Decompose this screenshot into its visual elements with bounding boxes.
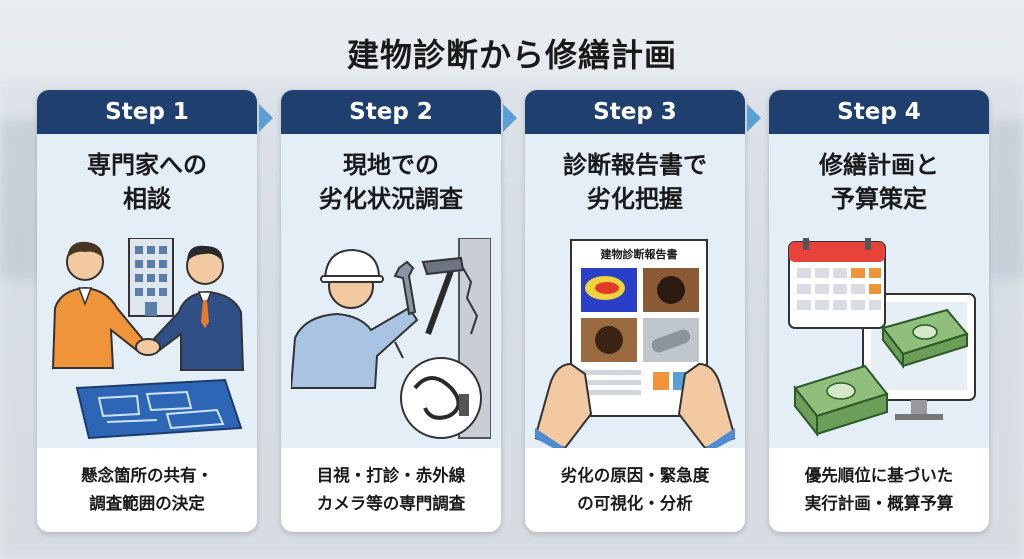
step-description: 優先順位に基づいた 実行計画・概算予算 xyxy=(769,448,989,532)
background-window xyxy=(990,120,1024,280)
step-description: 懸念箇所の共有・ 調査範囲の決定 xyxy=(37,448,257,532)
money-stack-icon xyxy=(881,308,969,369)
page-title: 建物診断から修繕計画 xyxy=(346,36,677,74)
building-icon xyxy=(128,238,174,317)
client-person-icon xyxy=(149,245,245,371)
inspector-person-icon xyxy=(291,248,419,389)
inspection-illustration xyxy=(291,238,491,439)
blueprint-icon xyxy=(75,378,243,440)
step-label: Step 2 xyxy=(281,90,501,134)
handshake-icon xyxy=(135,338,161,356)
step-label: Step 4 xyxy=(769,90,989,134)
report-title: 建物診断報告書 xyxy=(601,247,678,261)
arrow-right-icon xyxy=(503,104,517,132)
wrench-icon xyxy=(393,260,417,316)
step-label: Step 1 xyxy=(37,90,257,134)
arrow-right-icon xyxy=(259,104,273,132)
arrow-right-icon xyxy=(747,104,761,132)
step-description: 劣化の原因・緊急度 の可視化・分析 xyxy=(525,448,745,532)
step-title: 現地での 劣化状況調査 xyxy=(319,151,463,213)
hands-holding-icon xyxy=(535,362,735,448)
step-label: Step 3 xyxy=(525,90,745,134)
consultant-person-icon xyxy=(51,241,147,369)
step-title: 専門家への 相談 xyxy=(87,151,207,213)
step-card-2: Step 2 現地での 劣化状況調査 目視・打診・赤外線 xyxy=(281,90,501,532)
step-card-4: Step 4 修繕計画と 予算策定 xyxy=(769,90,989,532)
report-document-icon: 建物診断報告書 xyxy=(570,239,708,417)
step-card-1: Step 1 専門家への 相談 xyxy=(37,90,257,532)
report-illustration: 建物診断報告書 xyxy=(535,239,735,448)
calendar-icon xyxy=(788,238,886,329)
step-description: 目視・打診・赤外線 カメラ等の専門調査 xyxy=(281,448,501,532)
background-window xyxy=(0,120,40,280)
consultation-illustration xyxy=(51,238,245,440)
step-card-3: Step 3 診断報告書で 劣化把握 建物診断報告書 xyxy=(525,90,745,532)
hammer-icon xyxy=(421,256,465,335)
money-stack-icon xyxy=(793,364,889,437)
infrared-camera-icon xyxy=(394,341,482,439)
step-title: 診断報告書で 劣化把握 xyxy=(563,151,707,213)
budget-illustration xyxy=(788,238,976,437)
step-title: 修繕計画と 予算策定 xyxy=(819,151,939,213)
